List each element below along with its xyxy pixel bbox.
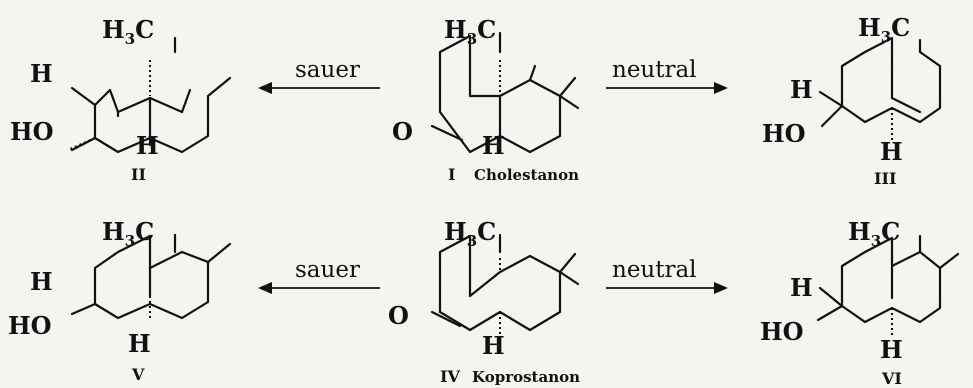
arrow-sauer-row1: sauer — [258, 57, 380, 94]
arrow-label-neutral: neutral — [612, 57, 697, 83]
compound-I-name: Cholestanon — [474, 166, 579, 184]
oxygen-label: O — [388, 301, 409, 330]
hydrogen-top-label: H — [30, 59, 53, 88]
hydrogen-bottom-label: H — [880, 335, 903, 364]
compound-V-number: V — [131, 365, 145, 384]
arrow-neutral-row2: neutral — [606, 257, 728, 294]
methyl-label: H3C — [102, 15, 154, 48]
arrow-neutral-row1: neutral — [606, 57, 728, 94]
hydrogen-bottom-label: H — [136, 131, 159, 160]
compound-III-structure: H3C H HO H — [762, 13, 942, 166]
methyl-label: H3C — [102, 217, 154, 250]
arrow-label-neutral: neutral — [612, 257, 697, 283]
methyl-label: H3C — [444, 15, 496, 48]
ring-skeleton — [70, 36, 232, 154]
arrow-sauer-row2: sauer — [258, 257, 380, 294]
compound-II-structure: H3C H HO H — [10, 15, 232, 160]
compound-IV-structure: H3C O H — [388, 217, 580, 360]
compound-VI-number: VI — [881, 369, 902, 388]
compound-V-structure: H3C H HO H — [8, 217, 232, 358]
compound-I-number: I — [448, 165, 455, 184]
methyl-label: H3C — [444, 217, 496, 250]
compound-VI-structure: H3C H HO H — [760, 217, 960, 364]
hydrogen-bottom-label: H — [482, 331, 505, 360]
hydroxyl-label: HO — [8, 311, 52, 340]
hydrogen-top-label: H — [30, 267, 53, 296]
hydrogen-top-label: H — [790, 75, 813, 104]
compound-III-number: III — [874, 169, 896, 188]
hydroxyl-label: HO — [760, 317, 804, 346]
compound-IV-number: IV — [440, 367, 460, 386]
arrow-label-sauer: sauer — [295, 257, 360, 283]
compound-IV-name: Koprostanon — [472, 368, 580, 386]
hydrogen-bottom-label: H — [128, 329, 151, 358]
compound-II-number: II — [131, 165, 146, 184]
hydrogen-bottom-label: H — [482, 131, 505, 160]
compound-I-structure: H3C O H — [392, 15, 580, 160]
methyl-label: H3C — [858, 13, 910, 46]
hydroxyl-label: HO — [762, 119, 806, 148]
hydrogen-bottom-label: H — [880, 137, 903, 166]
arrow-label-sauer: sauer — [295, 57, 360, 83]
methyl-label: H3C — [848, 217, 900, 250]
hydrogen-top-label: H — [790, 273, 813, 302]
hydroxyl-label: HO — [10, 117, 54, 146]
oxygen-label: O — [392, 117, 413, 146]
